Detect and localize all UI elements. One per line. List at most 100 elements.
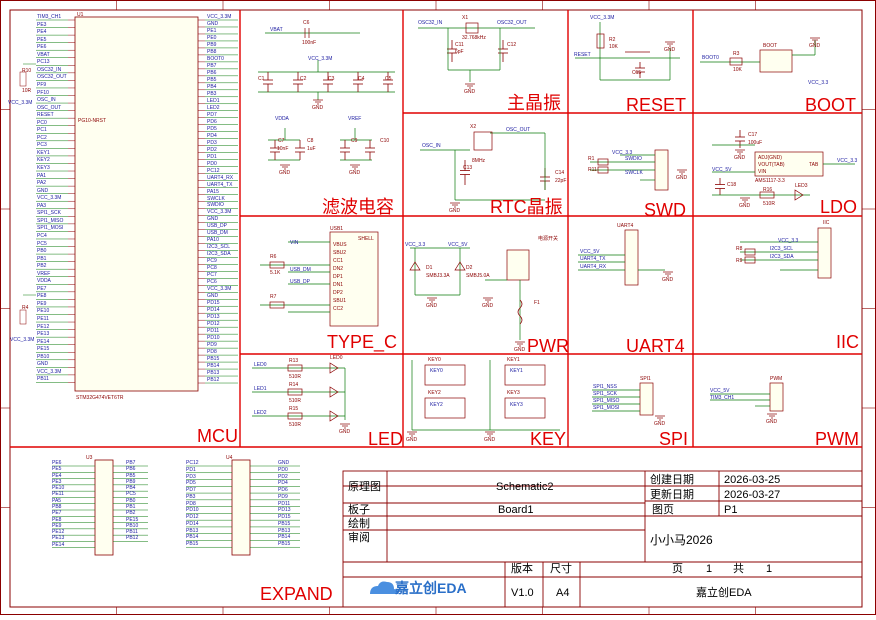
block-label-ldo: LDO [820, 197, 858, 217]
mcu-net-right: PC9 [207, 258, 217, 265]
mcu-net-right: PB14 [207, 363, 220, 370]
mcu-net-left: SPI1_MISO [37, 217, 64, 224]
ground-label: GND [349, 170, 361, 176]
ref-r16: R16 [763, 187, 773, 193]
ref-r14: R14 [289, 382, 299, 388]
expand-net-right: PB0 [126, 497, 136, 504]
capacitor-symbols [263, 40, 745, 195]
power-circuit [409, 247, 530, 340]
mcu-net-right: PB13 [207, 370, 220, 377]
ground-label: GND [449, 208, 461, 214]
mcu-net-left: VBAT [37, 51, 50, 58]
tb-size-value: A4 [556, 587, 570, 599]
net-vcc33-iic: VCC_3.3 [778, 238, 799, 244]
block-label-pwr: PWR [527, 336, 569, 356]
mcu-net-right: SWDIO [207, 202, 224, 209]
mcu-net-right: PB15 [207, 356, 220, 363]
mcu-net-right: PE0 [207, 34, 217, 41]
block-label-reset: RESET [626, 95, 687, 115]
mcu-net-left: PC2 [37, 134, 47, 141]
expand-net-left: PB8 [52, 504, 62, 510]
net-osc-in: OSC_IN [422, 143, 441, 149]
mcu-net-right: PA15 [207, 188, 219, 195]
net-tim3-pwm: TIM3_CH1 [710, 395, 735, 401]
mcu-net-left: PE4 [37, 29, 47, 36]
value-r10: 10R [22, 88, 32, 94]
ref-key2: KEY2 [428, 390, 441, 396]
block-label-iic: IIC [836, 332, 860, 352]
mcu-net-right: PD7 [207, 111, 217, 118]
mcu-net-lines [23, 19, 238, 384]
value-c11: 6pF [455, 49, 464, 55]
ref-c15: C15 [632, 70, 642, 76]
expand-net-right: PB4 [126, 485, 136, 492]
ref-r1: R1 [588, 156, 595, 162]
expand-net-left: PD14 [186, 520, 199, 527]
key-circuit [411, 360, 560, 431]
ref-usb1: USB1 [330, 226, 344, 232]
ldo-pin-vout: VOUT(TAB) [758, 162, 785, 168]
expand-net-right: PD9 [278, 493, 288, 500]
tb-version-label: 版本 [511, 563, 533, 575]
ref-u3: U3 [86, 455, 93, 461]
mcu-net-right: VCC_3.3M [207, 14, 232, 20]
tb-page-label: 页 [672, 563, 683, 575]
ground-label: GND [662, 277, 674, 283]
net-spi-nss: SPI1_NSS [593, 384, 617, 390]
ref-spi1: SPI1 [640, 376, 651, 382]
mcu-net-left: OSC32_OUT [37, 74, 67, 81]
mcu-net-left: GND [37, 361, 49, 368]
net-vcc5v-ldo: VCC_5V [712, 167, 732, 173]
expand-net-right: PD2 [278, 473, 288, 480]
main-crystal-circuit [418, 22, 535, 82]
mcu-net-left: PE9 [37, 300, 47, 307]
tb-logo-text: 嘉立创EDA [395, 580, 467, 596]
net-i2c-scl: I2C3_SCL [770, 246, 794, 252]
tb-size-label: 尺寸 [550, 563, 572, 575]
power-switch-label: 电源开关 [538, 236, 559, 242]
ref-f1: F1 [534, 300, 540, 306]
mcu-net-left: SPI1_MOSI [37, 225, 64, 232]
expand-net-left: PE7 [52, 510, 62, 517]
expand-net-left: PE13 [52, 535, 65, 542]
net-usb-dm: USB_DM [290, 267, 311, 273]
mcu-net-left: PC13 [37, 59, 50, 66]
value-c6: 100nF [302, 40, 317, 46]
ground-label: GND [426, 303, 438, 309]
tb-page-value: 1 [706, 563, 713, 575]
mcu-net-right: PB8 [207, 48, 217, 55]
mcu-net-right: PC12 [207, 167, 220, 174]
mcu-net-left: VDDA [37, 278, 51, 285]
block-label-filter-caps: 滤波电容 [322, 197, 394, 217]
mcu-net-right: PD9 [207, 342, 217, 349]
mcu-net-left: PE13 [37, 331, 50, 338]
boot-circuit [700, 40, 816, 73]
ref-c5: C5 [385, 76, 392, 82]
net-vcc33-pwr: VCC_3.3 [405, 242, 426, 248]
mcu-net-right: GND [207, 216, 219, 223]
expand-net-left: PE6 [52, 460, 62, 466]
value-c14: 22pF [555, 178, 567, 184]
expand-net-left: PD7 [186, 487, 196, 494]
mcu-net-right: PC8 [207, 265, 217, 272]
mcu-net-left: OSC_OUT [37, 104, 62, 111]
block-label-spi: SPI [659, 429, 689, 449]
expand-net-left: PE9 [52, 522, 62, 529]
ref-r8: R8 [736, 246, 743, 252]
ref-d1: D1 [426, 265, 433, 271]
ground-label: GND [676, 175, 688, 181]
mcu-net-left: KEY1 [37, 149, 50, 156]
value-x1: 32.768kHz [462, 35, 486, 41]
mcu-net-left: PA1 [37, 172, 47, 179]
mcu-net-right: LED2 [207, 104, 220, 111]
usb-pin-dp1: DP1 [333, 274, 343, 280]
expand-net-right: PB13 [278, 527, 291, 534]
net-uart4-tx: UART4_TX [580, 256, 606, 262]
mcu-net-left: GND [37, 187, 49, 194]
tb-schematic-value: Schematic2 [496, 481, 554, 493]
mcu-net-left: VCC_3.3M [37, 195, 62, 202]
ref-c17: C17 [748, 132, 758, 138]
section-dividers [10, 10, 862, 448]
mcu-net-right: VCC_3.3M [207, 209, 232, 216]
net-vcc33m-filter: VCC_3.3M [308, 56, 333, 62]
